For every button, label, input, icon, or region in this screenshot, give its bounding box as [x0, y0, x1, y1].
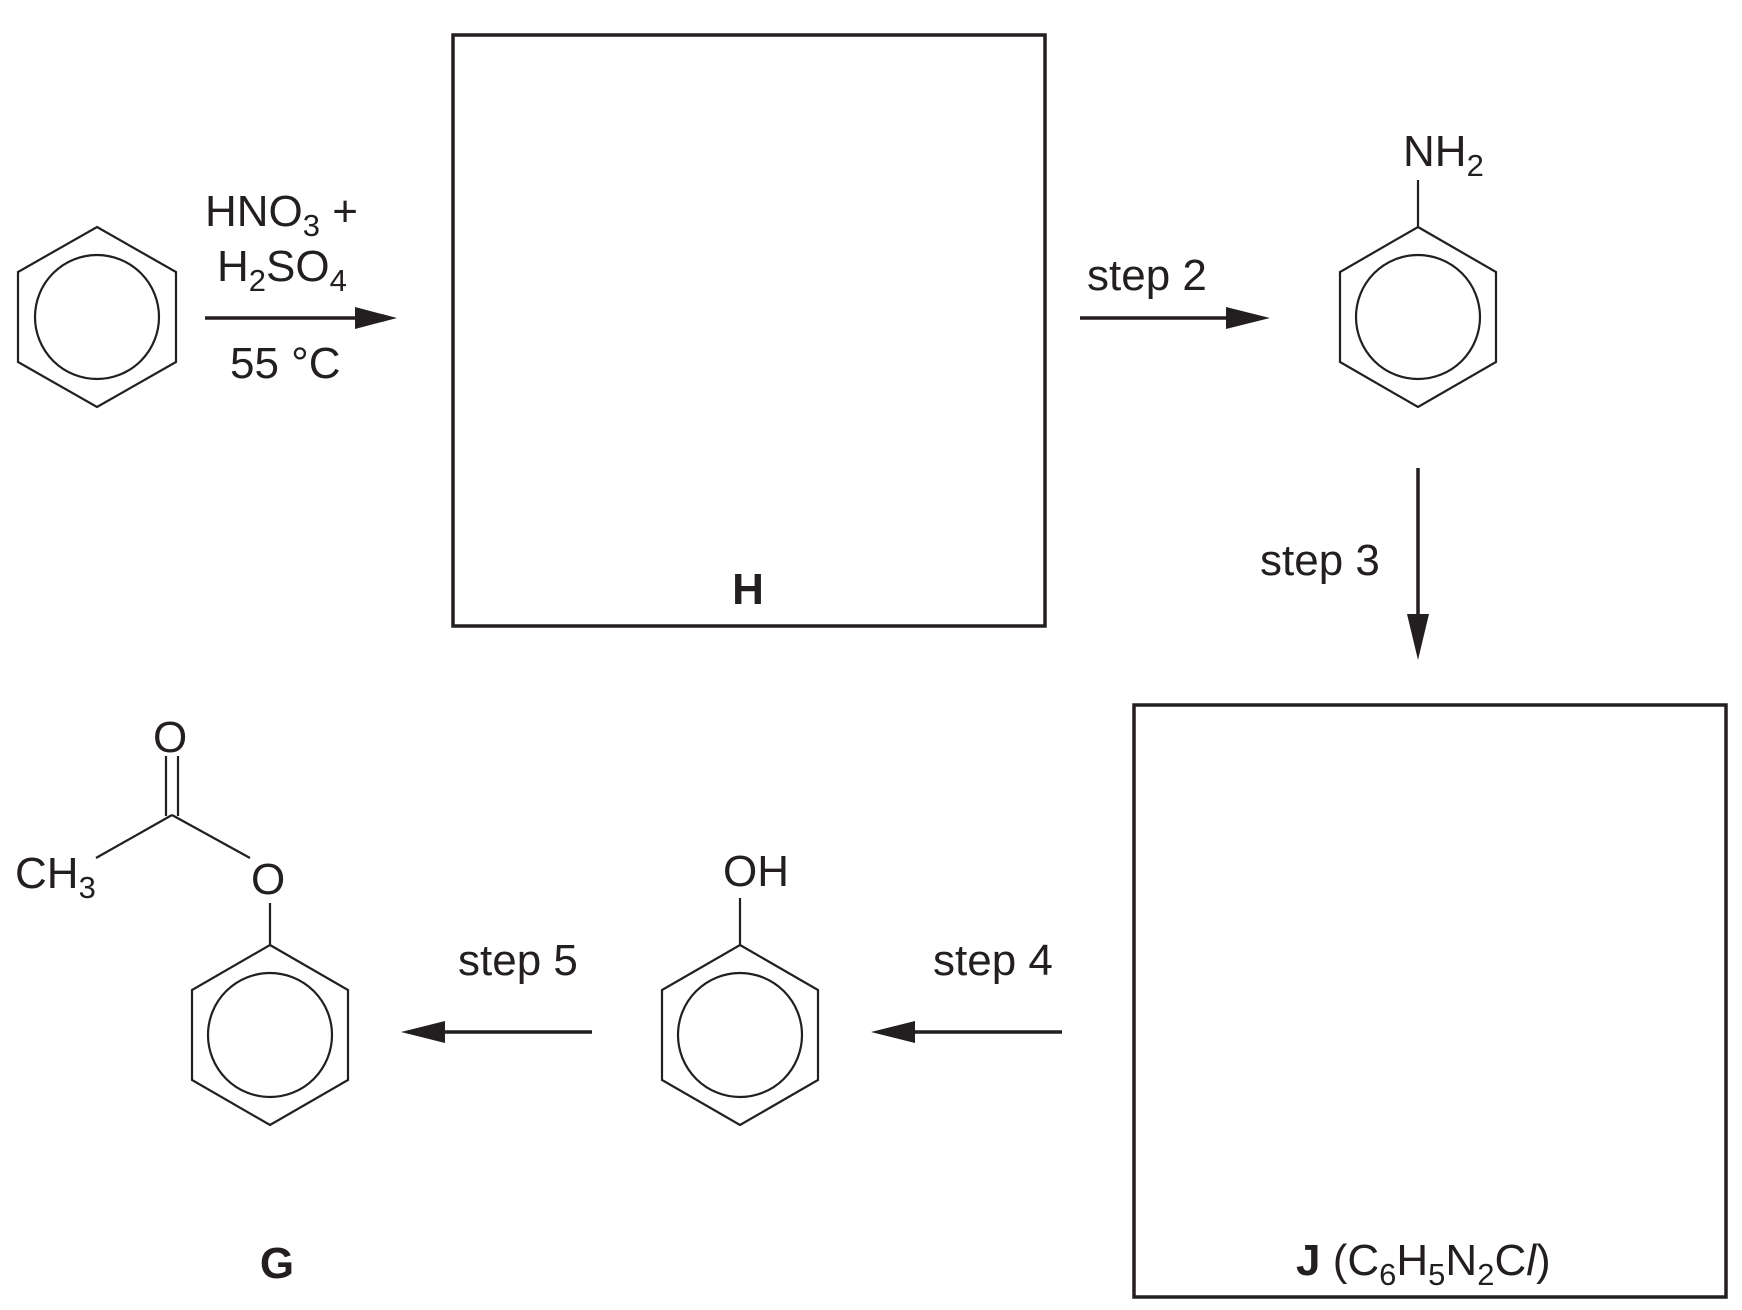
- phenyl-ethanoate-molecule: O O CH3: [15, 713, 350, 1127]
- arrow-step5: [401, 1021, 592, 1043]
- step3-label: step 3: [1260, 536, 1380, 585]
- carbonyl-oxygen: O: [153, 713, 187, 762]
- benzene-molecule: [16, 225, 178, 409]
- condition-temperature: 55 °C: [230, 339, 341, 388]
- arrow-step4: [871, 1021, 1062, 1043]
- compound-g-label: G: [260, 1239, 294, 1288]
- ester-oxygen: O: [251, 855, 285, 904]
- step5-label: step 5: [458, 936, 578, 985]
- reagent-h2so4: H2SO4: [217, 242, 347, 298]
- hydroxyl-group: OH: [723, 847, 789, 896]
- reagent-hno3: HNO3 +: [205, 187, 358, 243]
- box-h-label: H: [732, 565, 764, 614]
- box-j-label: J (C6H5N2Cl): [1296, 1236, 1551, 1292]
- phenol-molecule: OH: [660, 847, 820, 1127]
- answer-box-h: [451, 33, 1047, 628]
- arrow-step2: [1080, 307, 1270, 329]
- answer-box-j: [1132, 703, 1728, 1299]
- amino-group: NH2: [1403, 127, 1484, 183]
- aniline-molecule: NH2: [1338, 127, 1498, 409]
- methyl-group: CH3: [15, 849, 96, 905]
- arrow-step1: [205, 307, 397, 329]
- arrow-step3: [1407, 468, 1429, 660]
- step2-label: step 2: [1087, 251, 1207, 300]
- step4-label: step 4: [933, 936, 1053, 985]
